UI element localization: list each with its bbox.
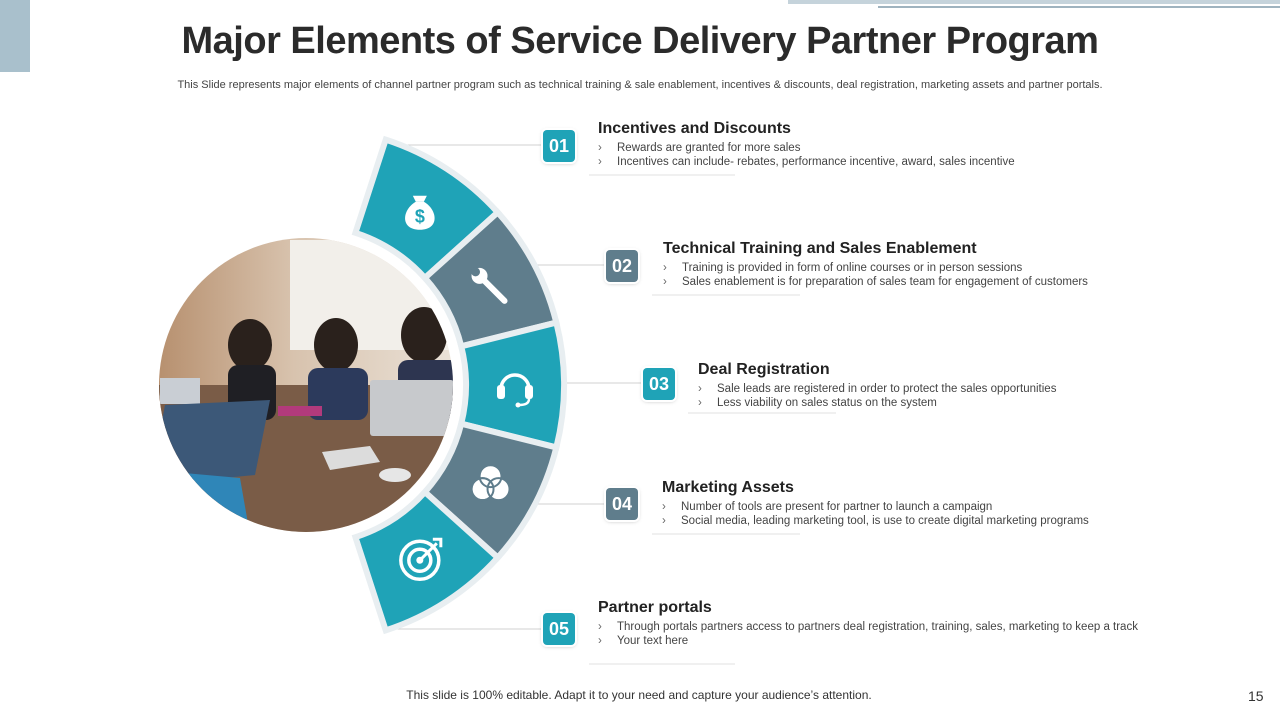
chevron-right-icon: › (663, 262, 667, 274)
bullet-item: › Less viability on sales status on the s… (698, 396, 1056, 410)
wrench-icon (471, 267, 508, 304)
bullet-text: Sale leads are registered in order to pr… (717, 383, 1057, 395)
chevron-right-icon: › (698, 397, 702, 409)
bullet-item: › Sale leads are registered in order to p… (698, 382, 1056, 396)
bullet-text: Incentives can include- rebates, perform… (617, 156, 1015, 168)
item-title: Deal Registration (698, 361, 830, 378)
element-item: Incentives and Discounts › Rewards are gra… (598, 120, 1015, 169)
headset-icon (497, 373, 533, 408)
footer-note: This slide is 100% editable. Adapt it to… (406, 688, 872, 702)
bullet-item: › Incentives can include- rebates, perfor… (598, 155, 1015, 169)
bullet-text: Sales enablement is for preparation of s… (682, 276, 1088, 288)
venn-circles-icon (470, 464, 511, 502)
element-item: Deal Registration › Sale leads are registe… (698, 361, 1056, 410)
item-title: Partner portals (598, 599, 712, 616)
bullet-text: Number of tools are present for partner … (681, 501, 993, 513)
element-item: Partner portals › Through portals partners… (598, 599, 1138, 648)
chevron-right-icon: › (698, 383, 702, 395)
top-accent-line-thin (878, 6, 1280, 8)
diagram-segment-05 (351, 487, 502, 635)
number-badge: 04 (606, 488, 638, 520)
bullet-item: › Through portals partners access to part… (598, 620, 1138, 634)
page-number: 15 (1248, 688, 1264, 704)
number-badge: 03 (643, 368, 675, 400)
bullet-text: Less viability on sales status on the sy… (717, 397, 937, 409)
bullet-item: › Social media, leading marketing tool, i… (662, 514, 1089, 528)
chevron-right-icon: › (598, 621, 602, 633)
bullet-text: Your text here (617, 635, 689, 647)
chevron-right-icon: › (598, 635, 602, 647)
number-badge: 02 (606, 250, 638, 282)
svg-text:$: $ (415, 207, 425, 227)
number-badge: 05 (543, 613, 575, 645)
bullet-item: › Rewards are granted for more sales (598, 141, 1015, 155)
page-title: Major Elements of Service Delivery Partn… (181, 20, 1099, 62)
bullet-text: Social media, leading marketing tool, is… (681, 515, 1089, 527)
bullet-text: Training is provided in form of online c… (682, 262, 1023, 274)
bullet-text: Rewards are granted for more sales (617, 142, 801, 154)
corner-accent-block (0, 0, 30, 72)
chevron-right-icon: › (598, 156, 602, 168)
number-badge: 01 (543, 130, 575, 162)
item-title: Incentives and Discounts (598, 120, 791, 137)
chevron-right-icon: › (663, 276, 667, 288)
chevron-right-icon: › (662, 515, 666, 527)
bullet-text: Through portals partners access to partn… (617, 621, 1138, 633)
item-title: Technical Training and Sales Enablement (663, 240, 977, 257)
chevron-right-icon: › (598, 142, 602, 154)
money-bag-icon: $ (405, 195, 435, 230)
chevron-right-icon: › (662, 501, 666, 513)
bullet-item: › Number of tools are present for partner… (662, 500, 1089, 514)
element-item: Marketing Assets › Number of tools are pre… (662, 479, 1089, 528)
element-item: Technical Training and Sales Enablement ›… (663, 240, 1088, 289)
top-accent-line (788, 0, 1280, 4)
bullet-item: › Your text here (598, 634, 1138, 648)
bullet-item: › Training is provided in form of online … (663, 261, 1088, 275)
bullet-item: › Sales enablement is for preparation of … (663, 275, 1088, 289)
target-icon (399, 537, 443, 582)
page-subtitle: This Slide represents major elements of … (177, 79, 1103, 91)
item-title: Marketing Assets (662, 479, 794, 496)
